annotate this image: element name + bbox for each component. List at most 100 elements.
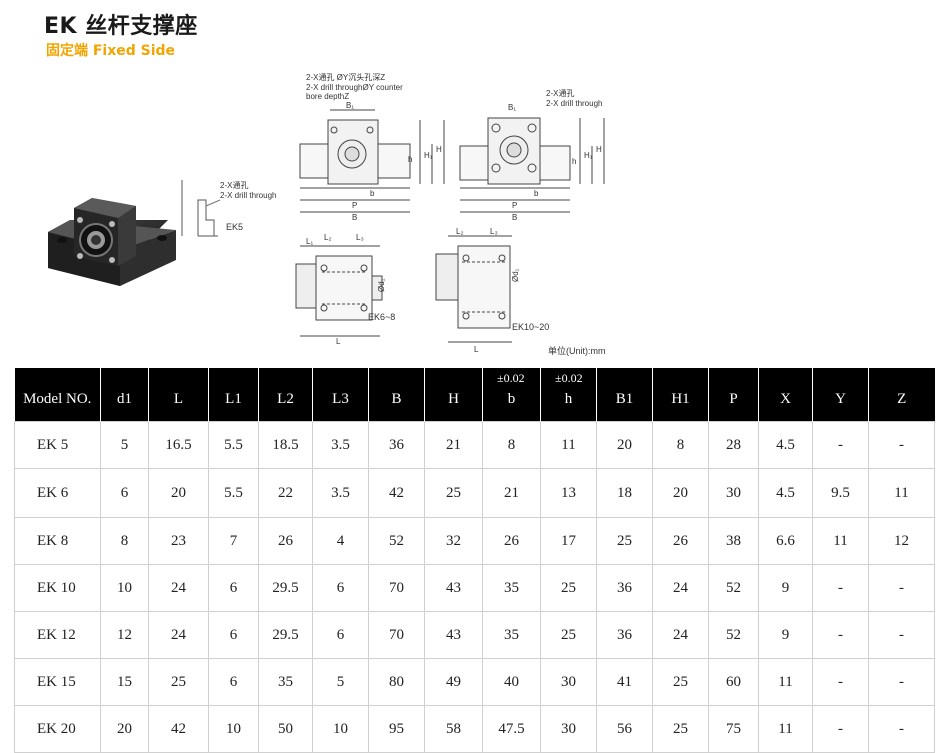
dim-l3-right: L₃ <box>490 227 498 236</box>
top-view-ek10-20 <box>435 235 512 343</box>
page-subtitle: 固定端 Fixed Side <box>46 43 176 59</box>
header-l3: L3 <box>312 368 369 422</box>
value-cell: 24 <box>148 564 209 612</box>
dim-hh-right: H <box>596 145 602 154</box>
dim-h-right: h <box>572 157 576 166</box>
value-cell: - <box>868 705 935 753</box>
header-l: L <box>148 368 209 422</box>
value-cell: 32 <box>424 517 483 565</box>
dim-l-right: L <box>474 345 479 354</box>
tolerance-h: ±0.02 <box>555 371 583 385</box>
value-cell: 43 <box>424 564 483 612</box>
value-cell: 6 <box>208 564 259 612</box>
value-cell: 75 <box>708 705 759 753</box>
header-l1: L1 <box>208 368 259 422</box>
dim-b1-front: B₁ <box>346 101 354 110</box>
value-cell: 30 <box>540 658 597 706</box>
value-cell: 20 <box>100 705 149 753</box>
page-title: EK 丝杆支撑座 <box>44 14 198 39</box>
tolerance-b: ±0.02 <box>497 371 525 385</box>
value-cell: 10 <box>100 564 149 612</box>
model-cell: EK 10 <box>14 564 101 612</box>
value-cell: 58 <box>424 705 483 753</box>
value-cell: 3.5 <box>312 421 369 469</box>
value-cell: 21 <box>424 421 483 469</box>
right-note-cn: 2-X通孔 <box>546 88 574 98</box>
value-cell: 5.5 <box>208 468 259 518</box>
header-p: P <box>708 368 759 422</box>
value-cell: 49 <box>424 658 483 706</box>
header-z: Z <box>868 368 935 422</box>
drawing-svg: 2-X通孔 2-X drill through EK5 2-X通孔 ØY沉头孔深… <box>48 72 606 356</box>
value-cell: 30 <box>540 705 597 753</box>
unit-note: 单位(Unit):mm <box>548 345 606 356</box>
model-cell: EK 5 <box>14 421 101 469</box>
dim-bb-right: B <box>512 213 517 222</box>
value-cell: 36 <box>368 421 425 469</box>
label-ek6-8: EK6~8 <box>368 312 395 322</box>
dim-b-front: b <box>370 189 375 198</box>
value-cell: 11 <box>540 421 597 469</box>
value-cell: 4.5 <box>758 421 813 469</box>
value-cell: 36 <box>596 564 653 612</box>
value-cell: 42 <box>148 705 209 753</box>
value-cell: 9 <box>758 611 813 659</box>
dim-l2-mid: L₂ <box>324 233 332 242</box>
header-d1: d1 <box>100 368 149 422</box>
value-cell: - <box>868 658 935 706</box>
value-cell: 60 <box>708 658 759 706</box>
ek5-note-en: 2-X drill through <box>220 191 276 200</box>
value-cell: - <box>868 611 935 659</box>
value-cell: - <box>812 564 869 612</box>
value-cell: 25 <box>540 611 597 659</box>
value-cell: 70 <box>368 564 425 612</box>
value-cell: 10 <box>208 705 259 753</box>
value-cell: 10 <box>312 705 369 753</box>
value-cell: 5.5 <box>208 421 259 469</box>
value-cell: 38 <box>708 517 759 565</box>
value-cell: 6 <box>100 468 149 518</box>
value-cell: 9.5 <box>812 468 869 518</box>
ek5-section <box>181 180 221 237</box>
value-cell: 80 <box>368 658 425 706</box>
value-cell: 8 <box>652 421 709 469</box>
dim-hh-front: H <box>436 145 442 154</box>
header-h: H <box>424 368 483 422</box>
value-cell: 40 <box>482 658 541 706</box>
dim-p-front: P <box>352 201 357 210</box>
technical-drawing: 2-X通孔 2-X drill through EK5 2-X通孔 ØY沉头孔深… <box>0 60 944 360</box>
value-cell: 52 <box>368 517 425 565</box>
value-cell: - <box>868 564 935 612</box>
value-cell: 42 <box>368 468 425 518</box>
value-cell: 24 <box>148 611 209 659</box>
dim-l1-mid: L₁ <box>306 237 313 246</box>
value-cell: 50 <box>258 705 313 753</box>
value-cell: 30 <box>708 468 759 518</box>
model-cell: EK 8 <box>14 517 101 565</box>
value-cell: 25 <box>148 658 209 706</box>
header-b: B <box>368 368 425 422</box>
model-cell: EK 6 <box>14 468 101 518</box>
dim-b1-right: B₁ <box>508 103 516 112</box>
value-cell: 26 <box>258 517 313 565</box>
value-cell: 41 <box>596 658 653 706</box>
dim-d1-right: Ød₁ <box>511 268 520 282</box>
value-cell: - <box>812 658 869 706</box>
value-cell: 35 <box>258 658 313 706</box>
header-y: Y <box>812 368 869 422</box>
value-cell: - <box>812 611 869 659</box>
top-view-ek6-8 <box>295 245 383 337</box>
value-cell: 35 <box>482 611 541 659</box>
dim-l3-mid: L₃ <box>356 233 364 242</box>
